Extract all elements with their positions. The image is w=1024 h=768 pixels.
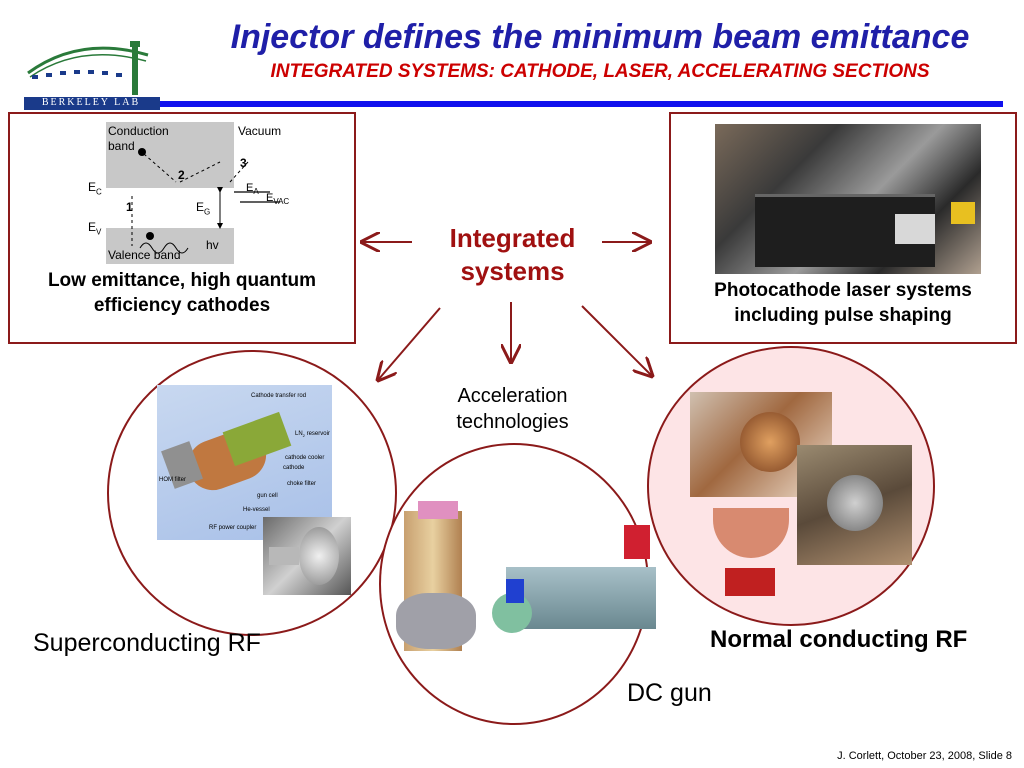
step-3-label: 3 <box>240 156 247 170</box>
evac-label: EVAC <box>266 192 290 207</box>
superconducting-rf-label: Superconducting RF <box>33 629 261 657</box>
vacuum-label: Vacuum <box>238 124 282 138</box>
src-label-8: He-vessel <box>243 507 270 513</box>
conduction-band-label: Conduction band <box>108 124 169 153</box>
normal-conducting-rf-label: Normal conducting RF <box>710 626 968 653</box>
cathode-panel: Conduction band Vacuum 3 2 1 EC EG EA EV… <box>8 112 356 344</box>
ec-label: EC <box>88 180 102 197</box>
src-label-5: choke filter <box>287 481 317 487</box>
integrated-line: Integrated <box>449 223 576 253</box>
acceleration-technologies-label: Acceleration technologies <box>430 383 595 435</box>
page-title: Injector defines the minimum beam emitta… <box>230 18 970 56</box>
step-2-label: 2 <box>178 168 185 182</box>
cathode-caption-line2: efficiency cathodes <box>93 295 271 316</box>
band-diagram <box>106 122 280 264</box>
ev-label: EV <box>88 220 102 237</box>
src-label-7: gun cell <box>257 493 278 499</box>
page-subtitle: INTEGRATED SYSTEMS: CATHODE, LASER, ACCE… <box>270 61 930 82</box>
slide-footer: J. Corlett, October 23, 2008, Slide 8 <box>837 750 1012 762</box>
systems-line: systems <box>460 256 565 286</box>
cathode-caption-line1: Low emittance, high quantum <box>47 270 317 291</box>
arrow-down-right <box>581 305 652 376</box>
src-gun-cad: Cathode transfer rod LN2 reservoir catho… <box>157 385 332 540</box>
laser-photo <box>715 124 981 274</box>
eg-label: EG <box>196 200 211 217</box>
ea-label: EA <box>246 182 259 197</box>
technologies-line: technologies <box>456 411 569 433</box>
src-label-1: Cathode transfer rod <box>251 393 307 399</box>
src-label-9: RF power coupler <box>209 525 257 531</box>
logo-text: BERKELEY LAB <box>41 97 141 108</box>
arrow-down-left <box>378 307 441 380</box>
hv-label: hv <box>206 238 219 252</box>
valence-band-label: Valence band <box>108 248 181 262</box>
step-1-label: 1 <box>126 200 133 214</box>
cathode-caption: Low emittance, high quantum efficiency c… <box>10 268 354 318</box>
ncrf-photo-2 <box>797 445 912 565</box>
laser-caption-line2: including pulse shaping <box>734 305 952 326</box>
berkeley-lab-logo: BERKELEY LAB <box>20 15 160 110</box>
src-label-4: cathode <box>283 465 305 471</box>
integrated-systems-label: Integrated systems <box>420 222 605 288</box>
src-label-2: LN2 reservoir <box>295 431 330 439</box>
dc-gun-cad <box>396 497 662 667</box>
src-label-6: HOM filter <box>159 477 186 483</box>
acceleration-line: Acceleration <box>457 385 568 407</box>
src-cavity-photo <box>263 517 351 595</box>
header-rule <box>160 101 1003 107</box>
logo-graphic <box>24 41 160 110</box>
dc-gun-label: DC gun <box>627 679 712 707</box>
src-label-3: cathode cooler <box>285 455 325 461</box>
ncrf-cad <box>703 498 799 598</box>
laser-caption: Photocathode laser systems including pul… <box>671 278 1015 328</box>
laser-panel: Photocathode laser systems including pul… <box>669 112 1017 344</box>
laser-caption-line1: Photocathode laser systems <box>714 280 972 301</box>
